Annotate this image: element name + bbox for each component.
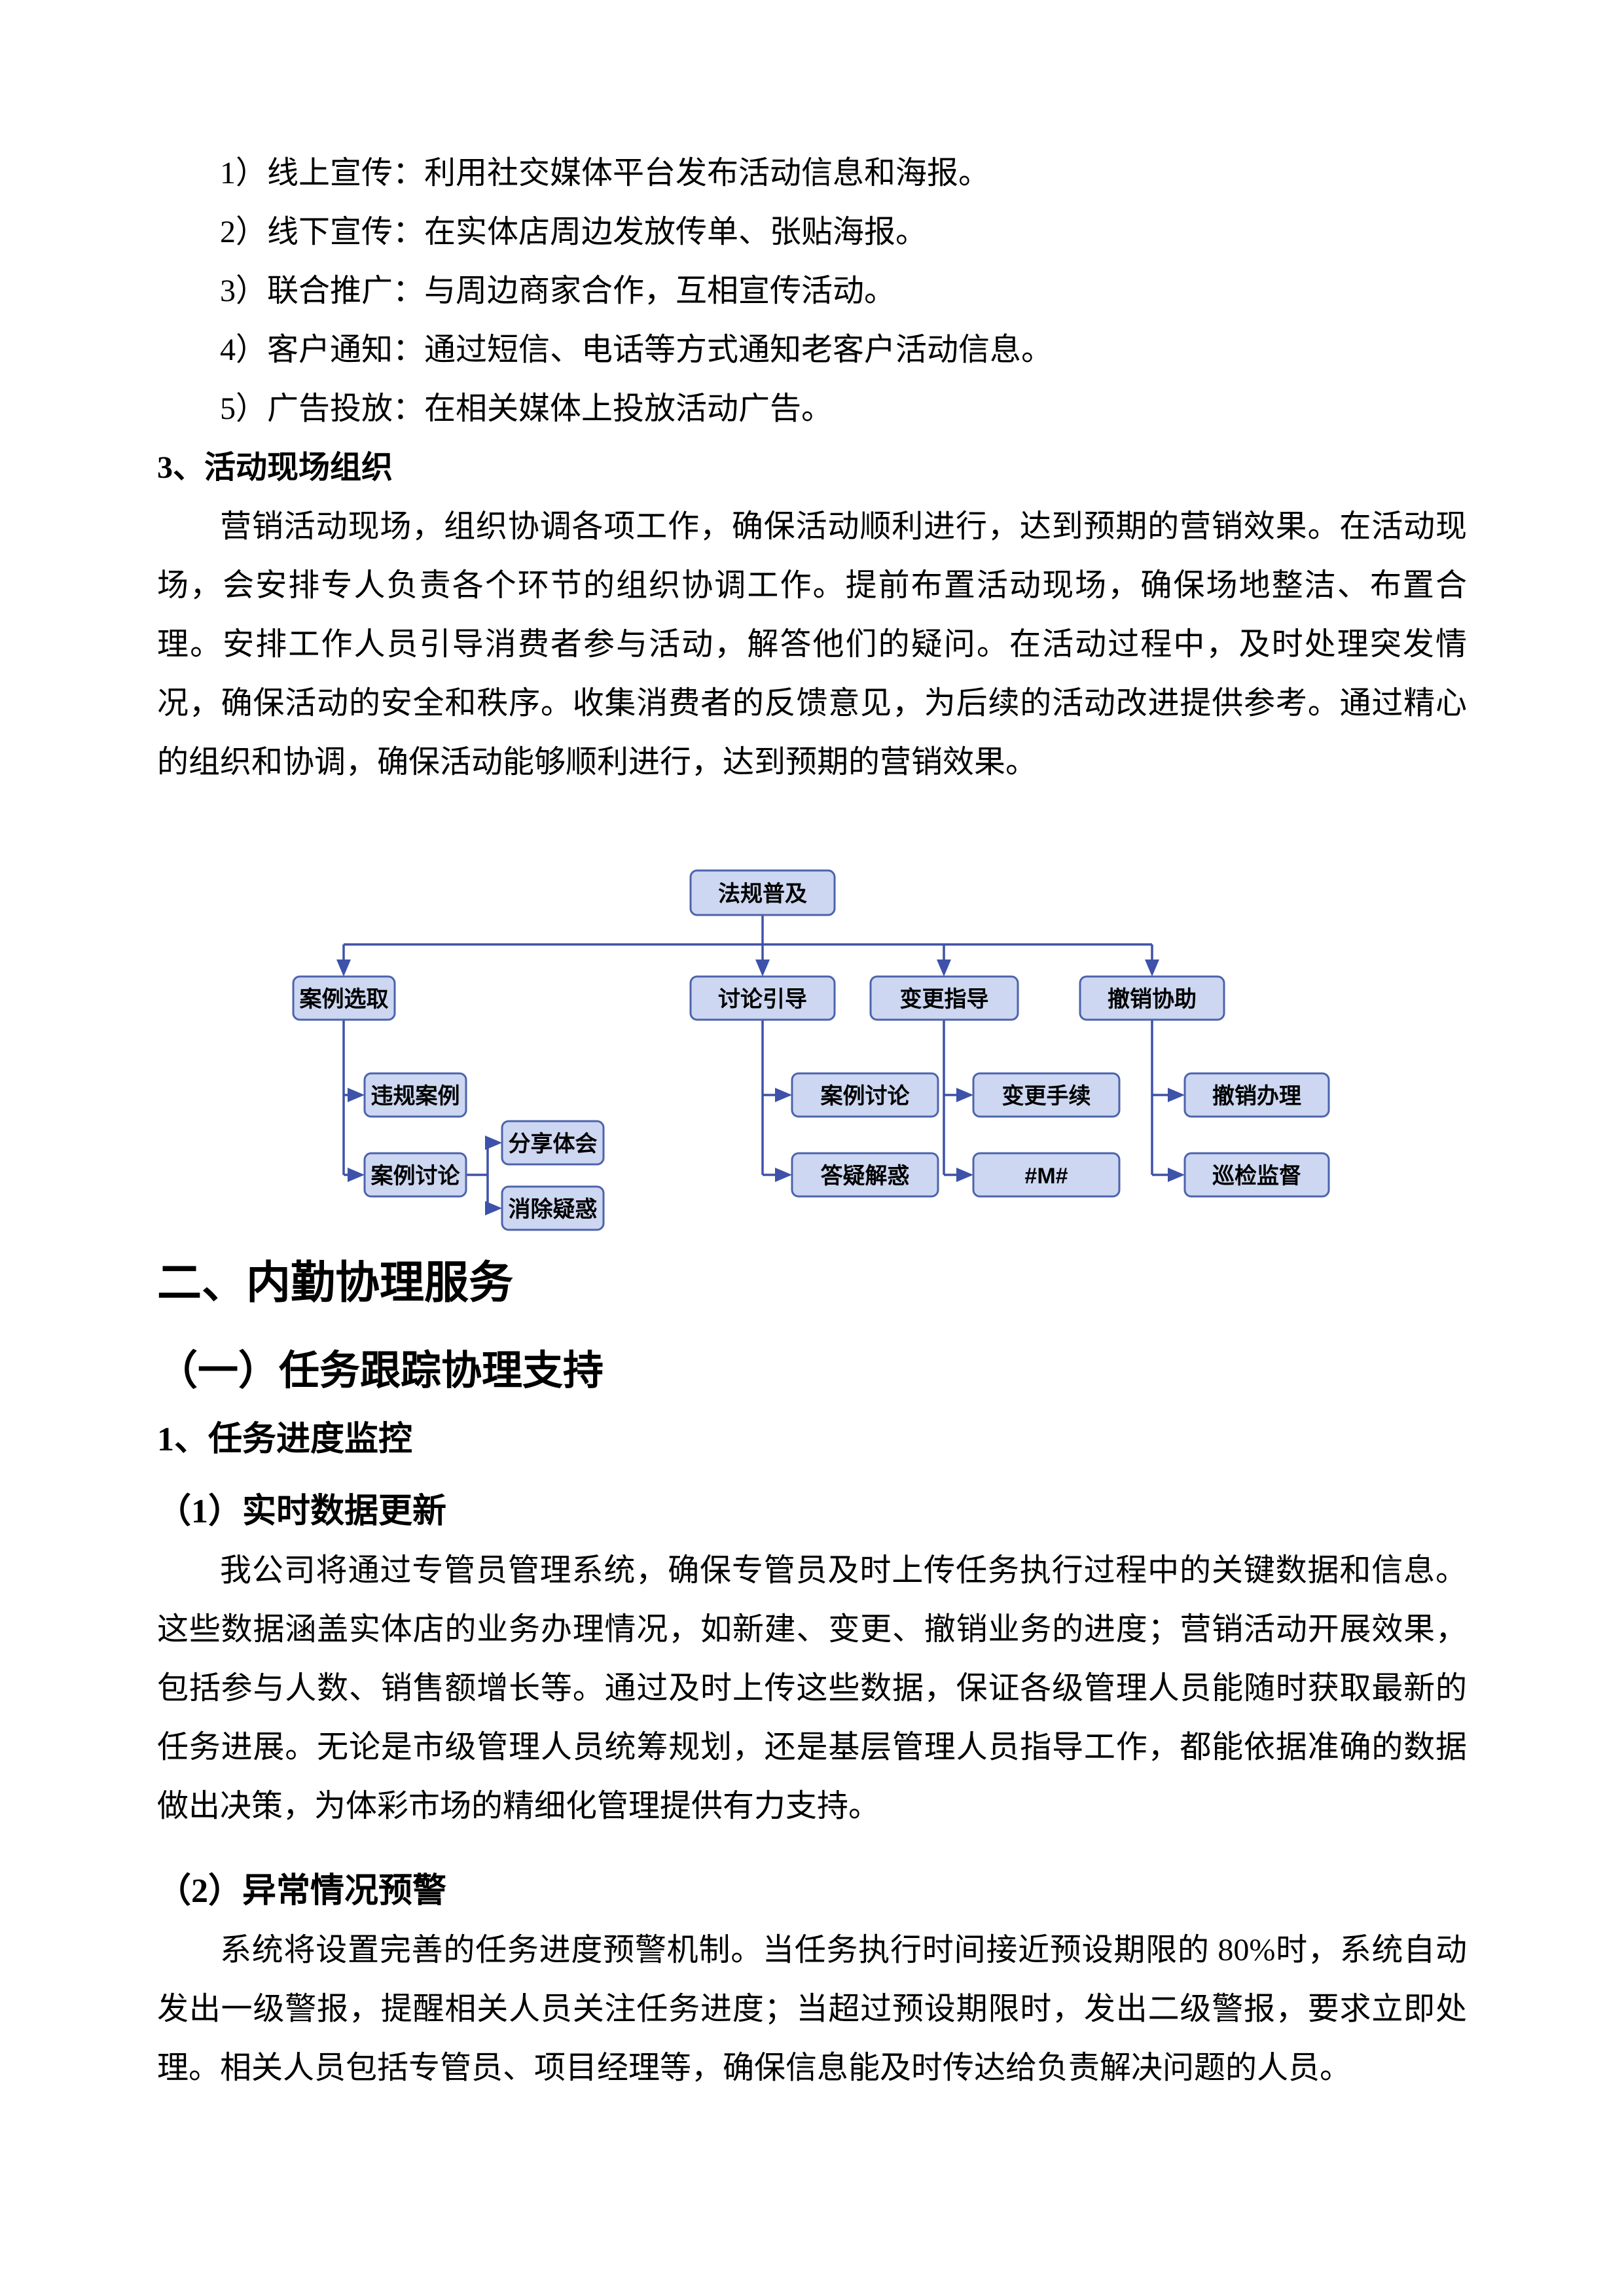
flowchart-node-dayi-jiehuo: 答疑解惑 [791, 1152, 939, 1198]
list-item: 4）客户通知：通过短信、电话等方式通知老客户活动信息。 [220, 332, 1053, 367]
flowchart-node-xiaochu-yihuo: 消除疑惑 [501, 1185, 605, 1231]
flowchart-node-label: #M# [1024, 1164, 1068, 1189]
flowchart-node-taolun-yindao: 讨论引导 [689, 975, 836, 1021]
flowchart-node-box [501, 1120, 605, 1166]
flowchart-node-label: 分享体会 [509, 1132, 598, 1157]
flowchart-node-label: 案例讨论 [821, 1084, 911, 1109]
flowchart-arrowhead [336, 960, 351, 977]
flowchart-arrowhead [937, 960, 951, 977]
flowchart-node-label: 讨论引导 [718, 987, 807, 1012]
paragraph-activity-organization: 营销活动现场，组织协调各项工作，确保活动顺利进行，达到预期的营销效果。在活动现场… [157, 509, 1467, 780]
flowchart-node-anli-taolun-2: 案例讨论 [791, 1072, 939, 1118]
flowchart-node-box [501, 1185, 605, 1231]
flowchart-arrowhead [485, 1201, 502, 1215]
promotion-list: 1）线上宣传：利用社交媒体平台发布活动信息和海报。 2）线下宣传：在实体店周边发… [157, 144, 1467, 439]
flowchart-node-box [972, 1072, 1121, 1118]
activity-flowchart: 法规普及案例选取讨论引导变更指导撤销协助违规案例案例讨论分享体会消除疑惑案例讨论… [292, 869, 1330, 1231]
flowchart-arrowhead [1168, 1168, 1185, 1182]
heading-abnormal-warning: （2）异常情况预警 [157, 1873, 447, 1910]
flowchart-arrowhead [956, 1168, 973, 1182]
flowchart-node-box [1183, 1152, 1330, 1198]
flowchart-node-label: 答疑解惑 [821, 1164, 910, 1189]
list-item: 1）线上宣传：利用社交媒体平台发布活动信息和海报。 [220, 156, 990, 190]
flowchart-arrowhead [348, 1168, 365, 1182]
flowchart-node-anli-xuanqu: 案例选取 [292, 975, 396, 1021]
flowchart-arrowhead [485, 1136, 502, 1150]
flowchart-node-anli-taolun-1: 案例讨论 [363, 1152, 467, 1198]
flowchart-node-label: 法规普及 [718, 882, 807, 906]
flowchart-node-weigui-anli: 违规案例 [363, 1072, 467, 1118]
flowchart-node-box [1183, 1072, 1330, 1118]
flowchart-node-box [972, 1152, 1121, 1198]
flowchart-node-label: 变更手续 [1002, 1084, 1091, 1109]
flowchart-node-box [791, 1072, 939, 1118]
flowchart-arrowhead [755, 960, 770, 977]
flowchart-node-box [869, 975, 1019, 1021]
list-item: 5）广告投放：在相关媒体上投放活动广告。 [220, 391, 833, 426]
flowchart-node-label: 消除疑惑 [509, 1196, 598, 1222]
flowchart-arrowhead [1145, 960, 1159, 977]
flowchart-node-box [689, 975, 836, 1021]
flowchart-node-chexiao-banli: 撤销办理 [1183, 1072, 1330, 1118]
flowchart-node-label: 巡检监督 [1212, 1163, 1301, 1189]
flowchart-node-xunjian-jiandu: 巡检监督 [1183, 1152, 1330, 1198]
flowchart-node-box [791, 1152, 939, 1198]
heading-neiqin-service: 二、内勤协理服务 [157, 1258, 514, 1308]
flowchart-node-label: 案例选取 [300, 987, 389, 1012]
heading-activity-organization: 3、活动现场组织 [157, 450, 393, 485]
flowchart-node-label: 变更指导 [900, 987, 989, 1012]
heading-realtime-data-update: （1）实时数据更新 [157, 1493, 447, 1530]
flowchart-node-label: 撤销协助 [1108, 987, 1197, 1012]
flowchart-node-chexiao-xiezhu: 撤销协助 [1079, 975, 1225, 1021]
list-item: 3）联合推广：与周边商家合作，互相宣传活动。 [220, 274, 896, 308]
flowchart-node-label: 案例讨论 [371, 1164, 461, 1189]
flowchart-arrowhead [775, 1168, 792, 1182]
heading-task-tracking-support: （一）任务跟踪协理支持 [157, 1349, 604, 1393]
flowchart-node-box [363, 1152, 467, 1198]
paragraph-abnormal-warning: 系统将设置完善的任务进度预警机制。当任务执行时间接近预设期限的 80%时，系统自… [157, 1933, 1467, 2085]
flowchart-node-biangeng-shouxu: 变更手续 [972, 1072, 1121, 1118]
flowchart-arrowhead [348, 1088, 365, 1102]
document-content: 1）线上宣传：利用社交媒体平台发布活动信息和海报。 2）线下宣传：在实体店周边发… [157, 0, 1467, 2098]
flowchart-node-box [1079, 975, 1225, 1021]
flowchart-node-fagui-puji: 法规普及 [689, 869, 836, 916]
heading-task-progress-monitor: 1、任务进度监控 [157, 1421, 413, 1458]
flowchart-node-m-hash: #M# [972, 1152, 1121, 1198]
flowchart-arrowhead [1168, 1088, 1185, 1102]
flowchart-node-box [292, 975, 396, 1021]
flowchart-arrowhead [775, 1088, 792, 1102]
flowchart-node-label: 撤销办理 [1212, 1084, 1301, 1109]
paragraph-realtime-data-update: 我公司将通过专管员管理系统，确保专管员及时上传任务执行过程中的关键数据和信息。这… [157, 1553, 1467, 1823]
flowchart-node-fenxiang-tihui: 分享体会 [501, 1120, 605, 1166]
flowchart-node-label: 违规案例 [371, 1084, 460, 1109]
list-item: 2）线下宣传：在实体店周边发放传单、张贴海报。 [220, 215, 928, 249]
flowchart-node-box [363, 1072, 467, 1118]
flowchart-node-box [689, 869, 836, 916]
flowchart-arrowhead [956, 1088, 973, 1102]
flowchart-node-biangeng-zhidao: 变更指导 [869, 975, 1019, 1021]
